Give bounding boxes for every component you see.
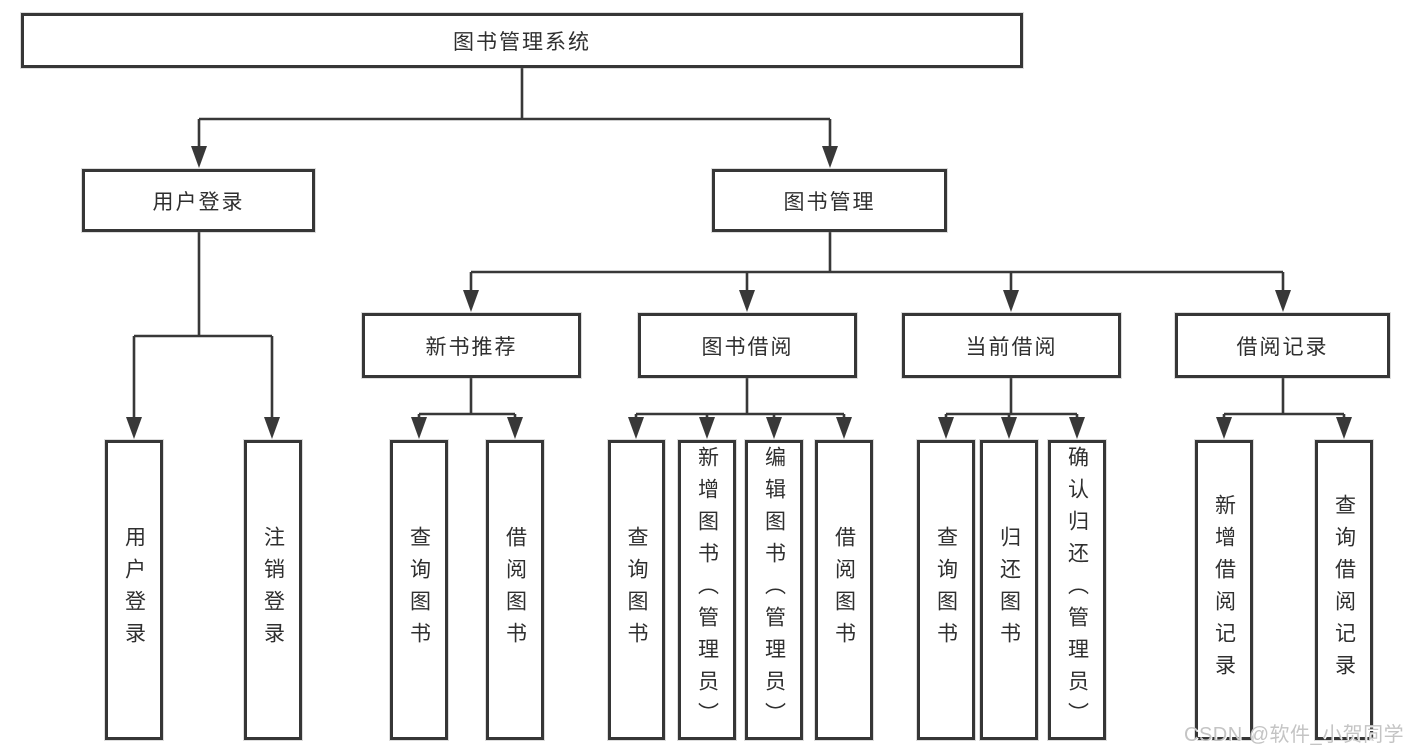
- leaf-add-books-admin: 新增图书（管理员）: [678, 440, 736, 740]
- leaf-query-books-current: 查询图书: [917, 440, 975, 740]
- leaf-add-borrow-record-label: 新增借阅记录: [1212, 494, 1236, 686]
- node-current-borrowing: 当前借阅: [902, 313, 1121, 378]
- leaf-logout-label: 注销登录: [261, 526, 285, 654]
- leaf-borrow-books-recommend: 借阅图书: [486, 440, 544, 740]
- node-borrowing-records: 借阅记录: [1175, 313, 1390, 378]
- leaf-query-borrow-record-label: 查询借阅记录: [1332, 494, 1356, 686]
- node-book-management: 图书管理: [712, 169, 947, 232]
- leaf-edit-books-admin: 编辑图书（管理员）: [745, 440, 803, 740]
- leaf-borrow-books-borrowing: 借阅图书: [815, 440, 873, 740]
- leaf-user-login: 用户登录: [105, 440, 163, 740]
- node-user-login: 用户登录: [82, 169, 315, 232]
- node-book-management-label: 图书管理: [783, 190, 876, 214]
- node-book-borrowing-label: 图书借阅: [701, 335, 794, 359]
- leaf-query-books-recommend-label: 查询图书: [407, 526, 431, 654]
- node-current-borrowing-label: 当前借阅: [965, 335, 1058, 359]
- leaf-confirm-return-admin-label: 确认归还（管理员）: [1065, 446, 1089, 734]
- leaf-query-books-recommend: 查询图书: [390, 440, 448, 740]
- node-book-borrowing: 图书借阅: [638, 313, 857, 378]
- leaf-return-books-label: 归还图书: [997, 526, 1021, 654]
- leaf-query-books-borrowing-label: 查询图书: [625, 526, 648, 654]
- leaf-query-borrow-record: 查询借阅记录: [1315, 440, 1373, 740]
- node-root: 图书管理系统: [21, 13, 1023, 68]
- leaf-logout: 注销登录: [244, 440, 302, 740]
- leaf-borrow-books-recommend-label: 借阅图书: [503, 526, 527, 654]
- node-root-label: 图书管理系统: [453, 30, 591, 54]
- leaf-edit-books-admin-label: 编辑图书（管理员）: [762, 446, 786, 734]
- leaf-add-books-admin-label: 新增图书（管理员）: [695, 446, 719, 734]
- arrowheads: [126, 146, 1352, 439]
- leaf-query-books-borrowing: 查询图书: [608, 440, 665, 740]
- leaf-borrow-books-borrowing-label: 借阅图书: [832, 526, 856, 654]
- leaf-query-books-current-label: 查询图书: [934, 526, 958, 654]
- leaf-user-login-label: 用户登录: [122, 526, 146, 654]
- node-borrowing-records-label: 借阅记录: [1236, 335, 1329, 359]
- leaf-return-books: 归还图书: [980, 440, 1038, 740]
- csdn-watermark: CSDN @软件_小贺同学: [1184, 724, 1405, 746]
- leaf-add-borrow-record: 新增借阅记录: [1195, 440, 1253, 740]
- node-new-book-recommend-label: 新书推荐: [425, 335, 518, 359]
- leaf-confirm-return-admin: 确认归还（管理员）: [1048, 440, 1106, 740]
- node-user-login-label: 用户登录: [152, 190, 245, 214]
- node-new-book-recommend: 新书推荐: [362, 313, 581, 378]
